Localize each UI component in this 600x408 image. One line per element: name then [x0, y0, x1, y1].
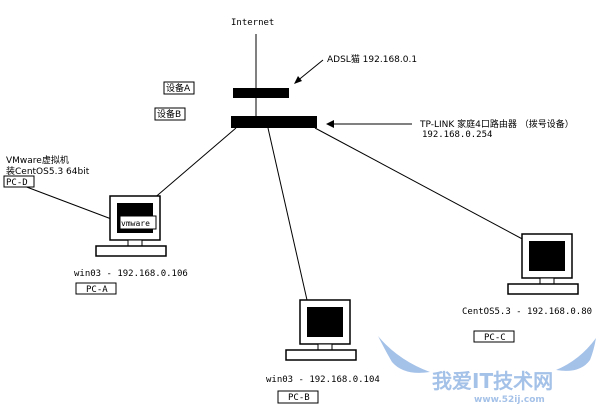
pc-b-computer: [285, 299, 357, 361]
pc-c-neck: [539, 277, 555, 285]
router-device: [231, 116, 317, 128]
pc-b-screen: [307, 307, 343, 337]
modem-arrow: [295, 59, 324, 83]
pc-b-base: [285, 349, 357, 361]
pc-b-neck: [317, 343, 333, 351]
internet-label: Internet: [231, 18, 274, 28]
device-a-label: 设备A: [166, 82, 191, 94]
device-b-label: 设备B: [157, 108, 181, 120]
watermark-url: www.52ij.com: [474, 395, 545, 405]
device-a-tag-box: [163, 81, 195, 95]
pc-d-tag-box: [3, 175, 35, 188]
pc-b-label: PC-B: [288, 393, 310, 403]
pc-c-tag-box: [473, 330, 515, 343]
router-to-pc-a-line: [151, 127, 237, 201]
pc-a-computer: vmware: [95, 195, 167, 257]
vm-note-line1: VMware虚拟机: [6, 154, 69, 166]
pc-c-computer: [507, 233, 579, 295]
connections: [23, 34, 529, 301]
pc-a-neck: [127, 239, 143, 247]
router-name-label: TP-LINK 家庭4口路由器 （拨号设备）: [419, 118, 574, 130]
router-to-pc-b-line: [267, 127, 308, 301]
router-to-pc-c-line: [314, 127, 529, 243]
pc-d-pointer-line: [23, 185, 115, 221]
pc-d-label: PC-D: [6, 178, 28, 188]
pc-c-ip-label: CentOS5.3 - 192.168.0.80: [462, 307, 592, 317]
vm-note-line2: 装CentOS5.3 64bit: [6, 165, 90, 177]
router-ip-label: 192.168.0.254: [422, 130, 492, 140]
watermark-text: 我爱IT技术网: [432, 369, 553, 393]
site-watermark: 我爱IT技术网 www.52ij.com: [378, 336, 596, 405]
pc-b-tag-box: [277, 390, 319, 404]
pc-c-base: [507, 283, 579, 295]
adsl-modem-device: [233, 88, 289, 98]
watermark-wing-right-icon: [556, 338, 596, 371]
modem-arrow-head: [294, 76, 302, 84]
pc-c-label: PC-C: [484, 333, 506, 343]
annotation-arrows: [294, 59, 412, 128]
pc-a-tag-box: [75, 282, 117, 295]
router-arrow-head: [326, 120, 334, 128]
adsl-modem-label: ADSL猫 192.168.0.1: [327, 53, 417, 65]
pc-a-ip-label: win03 - 192.168.0.106: [74, 269, 188, 279]
pc-a-base: [95, 245, 167, 257]
watermark-wing-left-icon: [378, 336, 430, 373]
pc-b-ip-label: win03 - 192.168.0.104: [266, 375, 380, 385]
pc-a-vmware-window: [119, 215, 157, 230]
vmware-screen-label: vmware: [121, 219, 150, 228]
pc-c-screen: [529, 241, 565, 271]
pc-a-label: PC-A: [86, 285, 108, 295]
device-b-tag-box: [154, 107, 186, 121]
